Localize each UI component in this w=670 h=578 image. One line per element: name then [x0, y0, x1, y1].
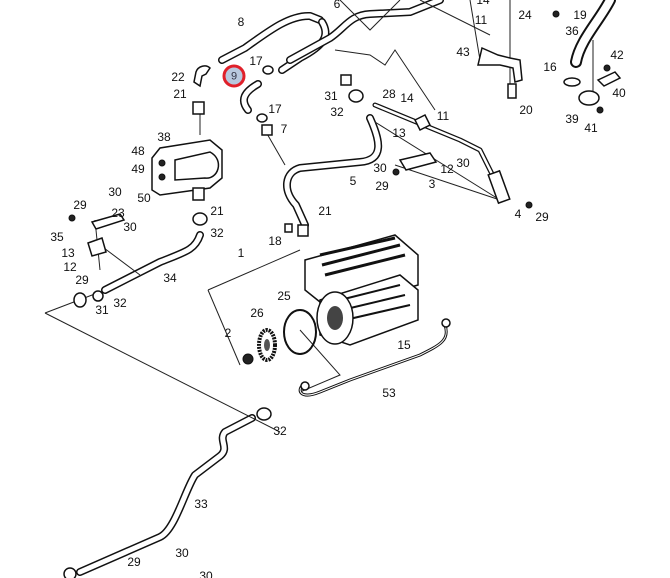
callout-12[interactable]: 12 [63, 260, 77, 274]
bracket-20 [477, 46, 523, 99]
callout-3[interactable]: 3 [428, 177, 436, 191]
callout-32[interactable]: 32 [113, 296, 127, 310]
callout-30[interactable]: 30 [123, 220, 137, 234]
callout-31[interactable]: 31 [324, 89, 338, 103]
callout-29[interactable]: 29 [535, 210, 549, 224]
callout-32[interactable]: 32 [273, 424, 287, 438]
part-38 [151, 139, 223, 196]
callout-35[interactable]: 35 [50, 230, 64, 244]
callout-11[interactable]: 11 [474, 13, 488, 27]
callout-14[interactable]: 14 [400, 91, 414, 105]
highlighted-callout-9[interactable]: 9 [222, 64, 246, 88]
callout-21[interactable]: 21 [318, 204, 332, 218]
callout-6[interactable]: 6 [333, 0, 341, 11]
callout-18[interactable]: 18 [268, 234, 282, 248]
callout-26[interactable]: 26 [250, 306, 264, 320]
callout-32[interactable]: 32 [210, 226, 224, 240]
hose-16 [570, 0, 616, 68]
fittings [63, 10, 622, 578]
callout-30[interactable]: 30 [175, 546, 189, 560]
pipe-5 [283, 114, 383, 229]
callout-34[interactable]: 34 [163, 271, 177, 285]
gasket-25 [283, 309, 317, 355]
callout-48[interactable]: 48 [131, 144, 145, 158]
callout-39[interactable]: 39 [565, 112, 579, 126]
callout-29[interactable]: 29 [375, 179, 389, 193]
pipe-34 [101, 231, 204, 294]
callout-2[interactable]: 2 [224, 326, 232, 340]
leader-lines [44, 0, 594, 433]
callout-30[interactable]: 30 [373, 161, 387, 175]
callout-21[interactable]: 21 [210, 204, 224, 218]
callout-30[interactable]: 30 [199, 569, 213, 578]
callout-14[interactable]: 14 [476, 0, 490, 7]
callout-42[interactable]: 42 [610, 48, 624, 62]
callout-43[interactable]: 43 [456, 45, 470, 59]
callout-21[interactable]: 21 [173, 87, 187, 101]
callout-32[interactable]: 32 [330, 105, 344, 119]
callout-28[interactable]: 28 [382, 87, 396, 101]
callout-4[interactable]: 4 [514, 207, 522, 221]
callout-41[interactable]: 41 [584, 121, 598, 135]
callout-30[interactable]: 30 [108, 185, 122, 199]
callout-20[interactable]: 20 [519, 103, 533, 117]
callout-25[interactable]: 25 [277, 289, 291, 303]
pipe-33 [76, 414, 256, 576]
callout-17[interactable]: 17 [249, 54, 263, 68]
callout-22[interactable]: 22 [171, 70, 185, 84]
callout-29[interactable]: 29 [73, 198, 87, 212]
callout-19[interactable]: 19 [573, 8, 587, 22]
callout-38[interactable]: 38 [157, 130, 171, 144]
pipe-6 [286, 0, 444, 64]
callout-13[interactable]: 13 [61, 246, 75, 260]
callout-36[interactable]: 36 [565, 24, 579, 38]
callout-40[interactable]: 40 [612, 86, 626, 100]
callout-15[interactable]: 15 [397, 338, 411, 352]
callout-53[interactable]: 53 [382, 386, 396, 400]
callout-33[interactable]: 33 [194, 497, 208, 511]
callout-13[interactable]: 13 [392, 126, 406, 140]
callout-24[interactable]: 24 [518, 8, 532, 22]
compressor-1 [304, 234, 419, 346]
callout-1[interactable]: 1 [237, 246, 245, 260]
callout-17[interactable]: 17 [268, 102, 282, 116]
cable-53 [298, 318, 451, 397]
callout-7[interactable]: 7 [280, 122, 288, 136]
callout-29[interactable]: 29 [75, 273, 89, 287]
callout-11[interactable]: 11 [436, 109, 450, 123]
callout-12[interactable]: 12 [440, 162, 454, 176]
gear-26 [257, 328, 277, 362]
callout-5[interactable]: 5 [349, 174, 357, 188]
callout-29[interactable]: 29 [127, 555, 141, 569]
callout-50[interactable]: 50 [137, 191, 151, 205]
callout-49[interactable]: 49 [131, 162, 145, 176]
callout-16[interactable]: 16 [543, 60, 557, 74]
callout-23[interactable]: 23 [111, 206, 125, 220]
rod-4 [372, 102, 511, 205]
callout-8[interactable]: 8 [237, 15, 245, 29]
callout-30[interactable]: 30 [456, 156, 470, 170]
callout-31[interactable]: 31 [95, 303, 109, 317]
